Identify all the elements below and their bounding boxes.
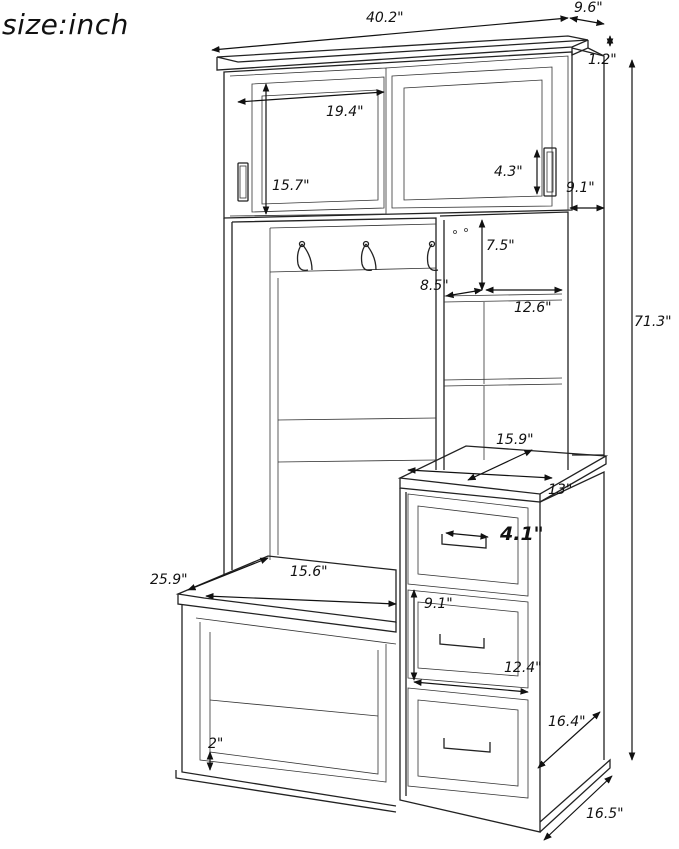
label-toe-kick: 2": [208, 736, 223, 752]
label-base-depth: 16.5": [586, 806, 624, 822]
label-bench-depth: 25.9": [150, 572, 188, 588]
label-drawer-handle: 4.1": [499, 523, 544, 545]
label-shelf-depth: 8.5": [420, 278, 449, 294]
label-cabinet-depth: 9.1": [566, 180, 595, 196]
label-door-width: 19.4": [326, 104, 364, 120]
label-shelf-width: 12.6": [514, 300, 552, 316]
label-drawer-height: 9.1": [424, 596, 453, 612]
label-top-depth: 9.6": [574, 0, 603, 16]
label-total-width: 40.2": [366, 10, 404, 26]
label-shelf-height: 7.5": [486, 238, 515, 254]
label-drawer-width: 12.4": [504, 660, 542, 676]
coat-hook-middle: [360, 240, 377, 272]
label-drawer-top-depth: 15.9": [496, 432, 534, 448]
label-total-height: 71.3": [634, 314, 672, 330]
coat-hook-right: [426, 240, 439, 272]
label-side-depth: 16.4": [548, 714, 586, 730]
coat-hook-left: [296, 240, 313, 272]
dimension-lines: [187, 15, 636, 841]
furniture-outline: [175, 35, 611, 833]
unit-label: size:inch: [2, 8, 129, 41]
label-crown-height: 1.2": [588, 52, 617, 68]
label-door-height: 15.7": [272, 178, 310, 194]
label-handle-length: 4.3": [494, 164, 523, 180]
dimension-labels: 40.2" 9.6" 1.2" 19.4" 15.7" 4.3" 9.1" 71…: [150, 0, 672, 822]
label-bench-width: 15.6": [290, 564, 328, 580]
label-drawer-top-width: 13": [548, 482, 572, 498]
